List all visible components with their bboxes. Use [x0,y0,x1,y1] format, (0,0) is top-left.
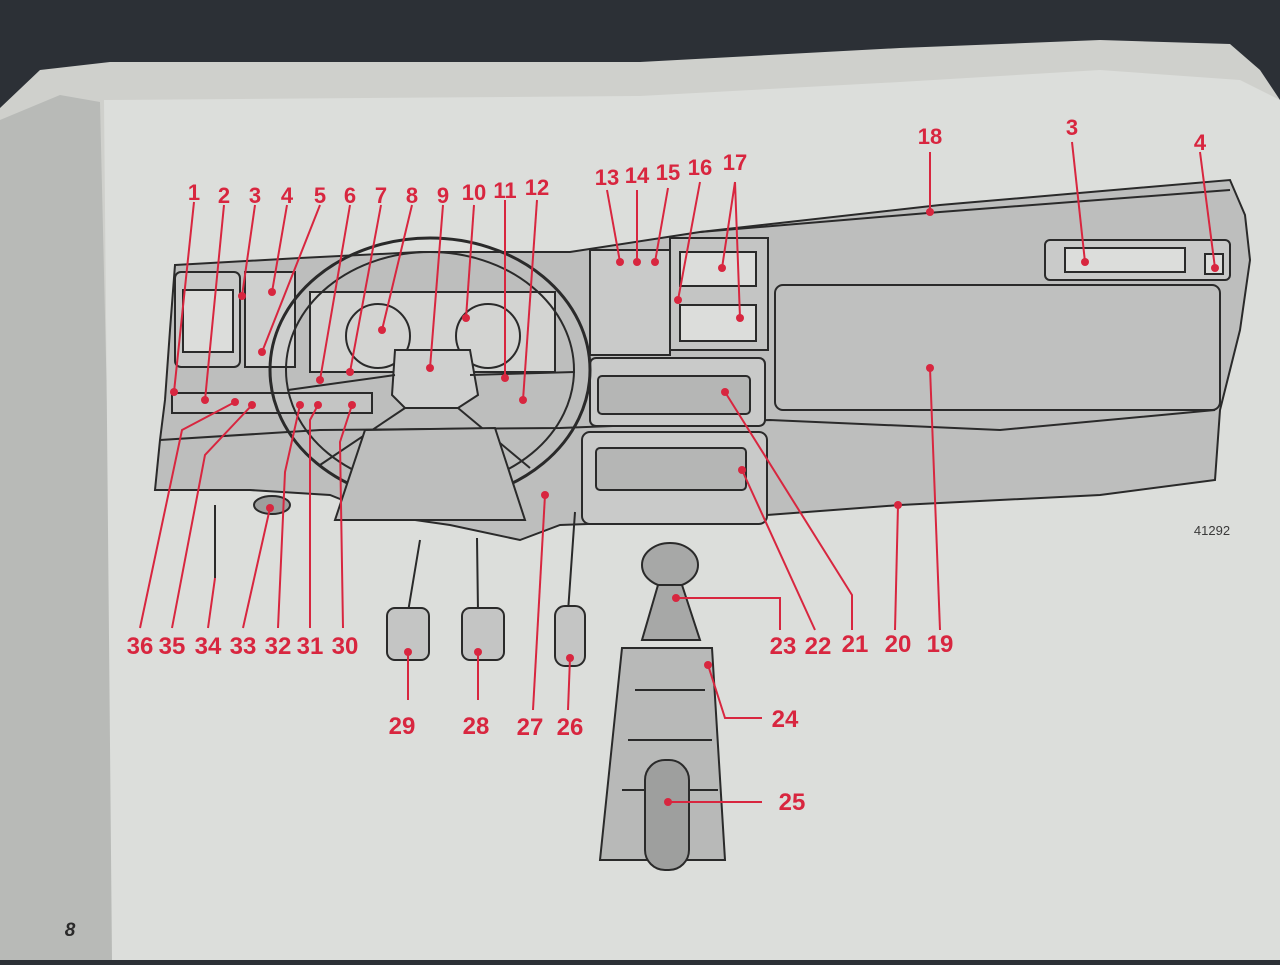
callout-3: 3 [249,183,261,208]
callout-1: 1 [188,180,200,205]
callout-6: 6 [344,183,356,208]
callout-2: 2 [218,183,230,208]
pedals [386,511,586,667]
callouts-pedals: 29 28 27 26 [389,713,584,741]
callout-23: 23 [770,633,797,660]
callout-32: 32 [265,633,292,660]
callout-4: 4 [281,183,294,208]
callout-34: 34 [195,633,222,660]
callout-21: 21 [842,631,869,658]
callout-11: 11 [493,178,516,203]
callout-35: 35 [159,633,186,660]
callout-5: 5 [314,183,326,208]
page-number: 8 [65,920,76,941]
callout-20: 20 [885,631,912,658]
callout-31: 31 [297,633,324,660]
leader-lines [139,141,1216,803]
callout-18: 18 [918,124,942,149]
page-edge-left [0,95,120,960]
callouts-bottom: 36 35 34 33 32 31 30 23 22 21 20 19 [127,631,954,660]
callout-12: 12 [525,175,549,200]
callout-17: 17 [723,150,747,175]
callout-29: 29 [389,713,416,740]
callout-25: 25 [779,789,806,816]
callout-10: 10 [462,180,486,205]
callout-9: 9 [437,183,449,208]
figure-code: 41292 [1194,523,1230,538]
callout-28: 28 [463,713,490,740]
callout-4-right: 4 [1194,130,1207,155]
callout-14: 14 [625,163,650,188]
callouts-gear: 24 25 [772,706,806,816]
callout-27: 27 [517,714,544,741]
callout-19: 19 [927,631,954,658]
callout-30: 30 [332,633,359,660]
callout-33: 33 [230,633,257,660]
callout-22: 22 [805,633,832,660]
dashboard [153,178,1252,578]
callout-36: 36 [127,633,154,660]
callout-16: 16 [688,155,712,180]
callout-13: 13 [595,165,619,190]
callout-26: 26 [557,714,584,741]
callout-7: 7 [375,183,387,208]
callout-24: 24 [772,706,799,733]
callout-8: 8 [406,183,418,208]
callout-3-right: 3 [1066,115,1078,140]
callout-15: 15 [656,160,680,185]
callouts-top: 1 2 3 4 5 6 7 8 9 10 11 12 13 14 15 16 1… [188,115,1207,208]
gear-lever [598,542,727,871]
callout-dots [170,208,1219,806]
